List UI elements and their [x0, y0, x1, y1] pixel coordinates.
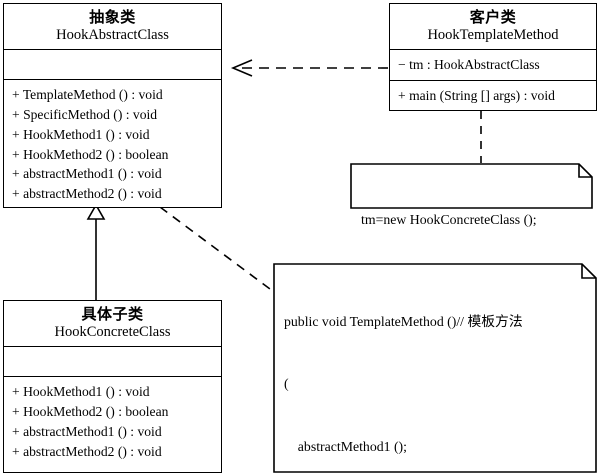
operation-item: + abstractMethod1 () : void [12, 423, 162, 439]
class-header-client: 客户类 HookTemplateMethod [390, 4, 596, 49]
note-shape-client [350, 163, 593, 209]
note-line: ( [284, 376, 289, 392]
class-box-concrete[interactable]: 具体子类 HookConcreteClass + HookMethod1 () … [3, 300, 222, 473]
class-attributes-abstract [4, 48, 221, 79]
class-operations-concrete: + HookMethod1 () : void + HookMethod2 ()… [4, 375, 221, 466]
class-stereotype-concrete: 具体子类 [81, 307, 144, 323]
class-header-abstract: 抽象类 HookAbstractClass [4, 4, 221, 49]
note-line: abstractMethod1 (); [284, 438, 407, 454]
operation-item: + HookMethod2 () : boolean [12, 403, 169, 419]
class-attributes-concrete [4, 345, 221, 376]
class-box-abstract[interactable]: 抽象类 HookAbstractClass + TemplateMethod (… [3, 3, 222, 208]
operation-item: + HookMethod1 () : void [12, 383, 150, 399]
operation-item: + abstractMethod1 () : void [12, 166, 162, 182]
dependency-client-to-abstract [230, 59, 388, 77]
class-stereotype-abstract: 抽象类 [89, 10, 136, 26]
operation-item: + main (String [] args) : void [398, 87, 555, 103]
class-stereotype-client: 客户类 [469, 10, 517, 26]
note-box-template-method[interactable]: public void TemplateMethod ()// 模板方法 ( a… [273, 263, 597, 473]
operation-item: + HookMethod2 () : boolean [12, 146, 169, 162]
note-line: public void TemplateMethod ()// 模板方法 [284, 314, 523, 330]
generalization-concrete-to-abstract [86, 203, 106, 300]
class-operations-abstract: + TemplateMethod () : void + SpecificMet… [4, 78, 221, 209]
operation-item: + TemplateMethod () : void [12, 86, 163, 102]
class-header-concrete: 具体子类 HookConcreteClass [4, 301, 221, 346]
operation-item: + abstractMethod2 () : void [12, 443, 162, 459]
class-operations-client: + main (String [] args) : void [390, 79, 596, 111]
class-attributes-client: − tm : HookAbstractClass [390, 48, 596, 80]
operation-item: + abstractMethod2 () : void [12, 186, 162, 202]
note-box-client-code[interactable]: tm=new HookConcreteClass (); tm.Template… [350, 163, 593, 289]
class-name-concrete: HookConcreteClass [54, 324, 171, 341]
note-line: tm=new HookConcreteClass (); [361, 212, 537, 228]
operation-item: + SpecificMethod () : void [12, 106, 158, 122]
attribute-item: − tm : HookAbstractClass [398, 56, 540, 72]
note-anchor-template-method [159, 206, 275, 293]
class-name-client: HookTemplateMethod [427, 27, 559, 44]
operation-item: + HookMethod1 () : void [12, 126, 150, 142]
class-name-abstract: HookAbstractClass [56, 27, 169, 44]
class-box-client[interactable]: 客户类 HookTemplateMethod − tm : HookAbstra… [389, 3, 597, 111]
note-text-template-method: public void TemplateMethod ()// 模板方法 ( a… [273, 263, 597, 476]
note-shape-template-method [273, 263, 597, 473]
